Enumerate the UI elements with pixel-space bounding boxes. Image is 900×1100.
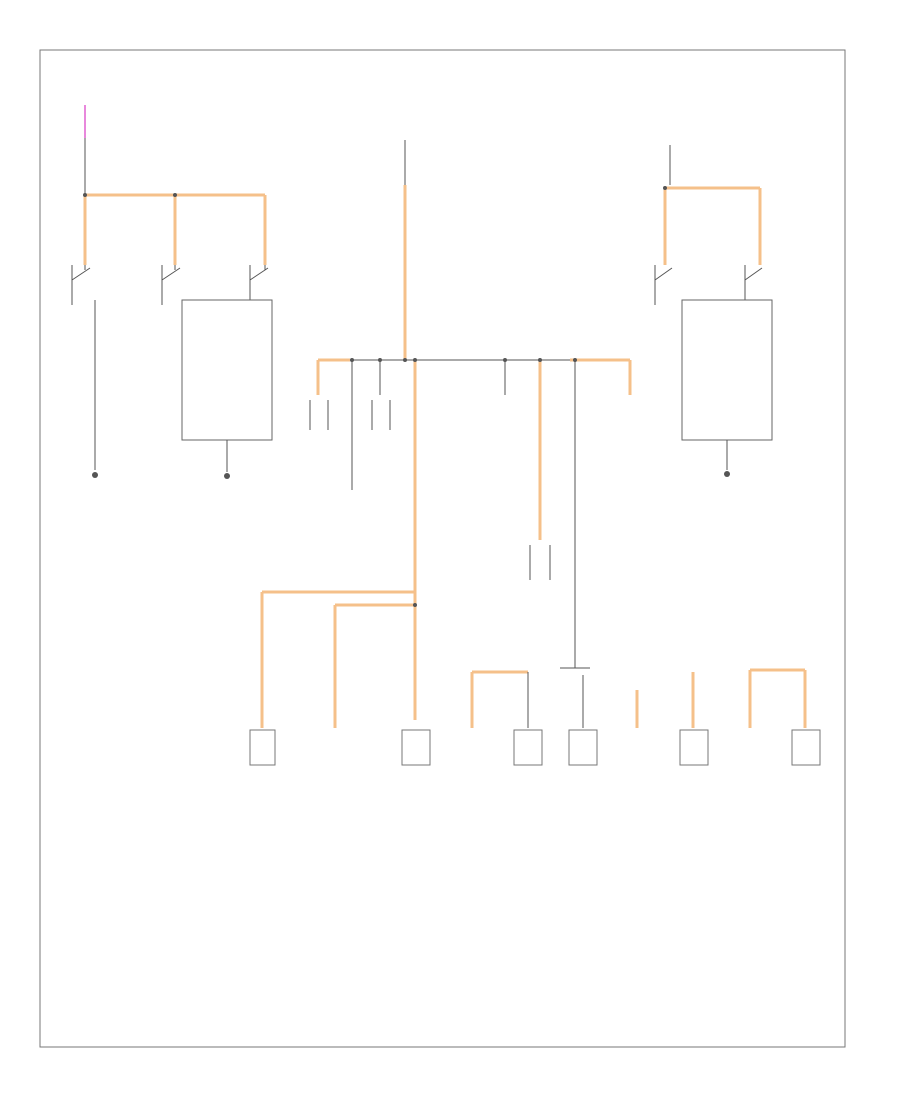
splice-node [83,193,87,197]
lamp-bracket [371,400,391,430]
right-lamp-group [470,667,821,766]
switch-symbol [161,265,181,305]
splice-node [378,358,382,362]
lamp-bracket [529,545,551,580]
lower-branch-group [249,590,431,766]
diagram-frame [39,49,846,1048]
ground-bus-box [181,299,273,441]
splice-node [350,358,354,362]
splice-node [173,193,177,197]
switch-symbol [654,265,673,305]
splice-node [663,186,667,190]
splice-node [403,358,407,362]
right-switch-group [654,145,773,477]
lamp-box [249,729,276,766]
lamp-bracket [309,400,329,430]
switch-symbol [744,265,763,305]
lamp-box [679,729,709,766]
splice-node [503,358,507,362]
ground-node [724,471,730,477]
lamp-box [401,729,431,766]
ground-bus-box [681,299,773,441]
switch-symbol [71,265,91,305]
center-bus-group [309,140,632,720]
lamp-box [791,729,821,766]
left-switch-group [71,105,273,479]
lamp-box [568,729,598,766]
ground-node [92,472,98,478]
splice-node [538,358,542,362]
splice-node [413,603,417,607]
ground-node [224,473,230,479]
lamp-box [513,729,543,766]
splice-node [413,358,417,362]
switch-symbol [249,265,269,305]
splice-node [573,358,577,362]
